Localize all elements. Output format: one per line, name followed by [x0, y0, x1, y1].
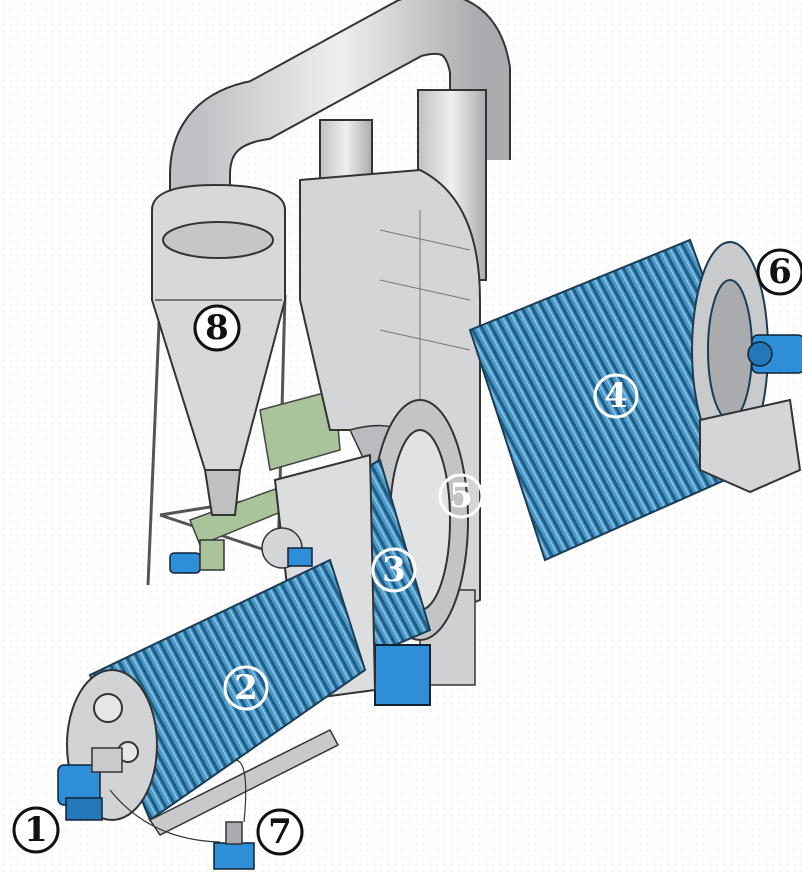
callout-6: 6 — [756, 248, 802, 296]
callout-circle-icon — [193, 304, 241, 352]
callout-circle-icon — [756, 248, 802, 296]
callout-circle-icon — [256, 808, 304, 856]
callout-circle-icon — [593, 373, 639, 419]
callout-8: 8 — [193, 304, 241, 352]
callout-7: 7 — [256, 808, 304, 856]
drum-pier — [699, 398, 802, 494]
drive-motor — [747, 334, 802, 374]
drum-base-rail — [148, 729, 340, 836]
callout-3: 3 — [370, 546, 418, 594]
callout-circle-icon — [438, 473, 484, 519]
callout-1: 1 — [12, 806, 60, 854]
callout-circle-icon — [371, 547, 417, 593]
drum-large — [468, 238, 772, 562]
callout-4: 4 — [592, 372, 640, 420]
callout-5: 5 — [437, 472, 485, 520]
support-frame — [259, 389, 341, 471]
gas-valve-unit — [213, 821, 255, 870]
callout-circle-icon — [12, 806, 60, 854]
fan-motor — [261, 527, 313, 569]
feed-motor — [169, 539, 225, 574]
drum-front — [66, 558, 367, 822]
burner — [57, 747, 123, 821]
callout-circle-icon — [223, 665, 269, 711]
callout-2: 2 — [222, 664, 270, 712]
